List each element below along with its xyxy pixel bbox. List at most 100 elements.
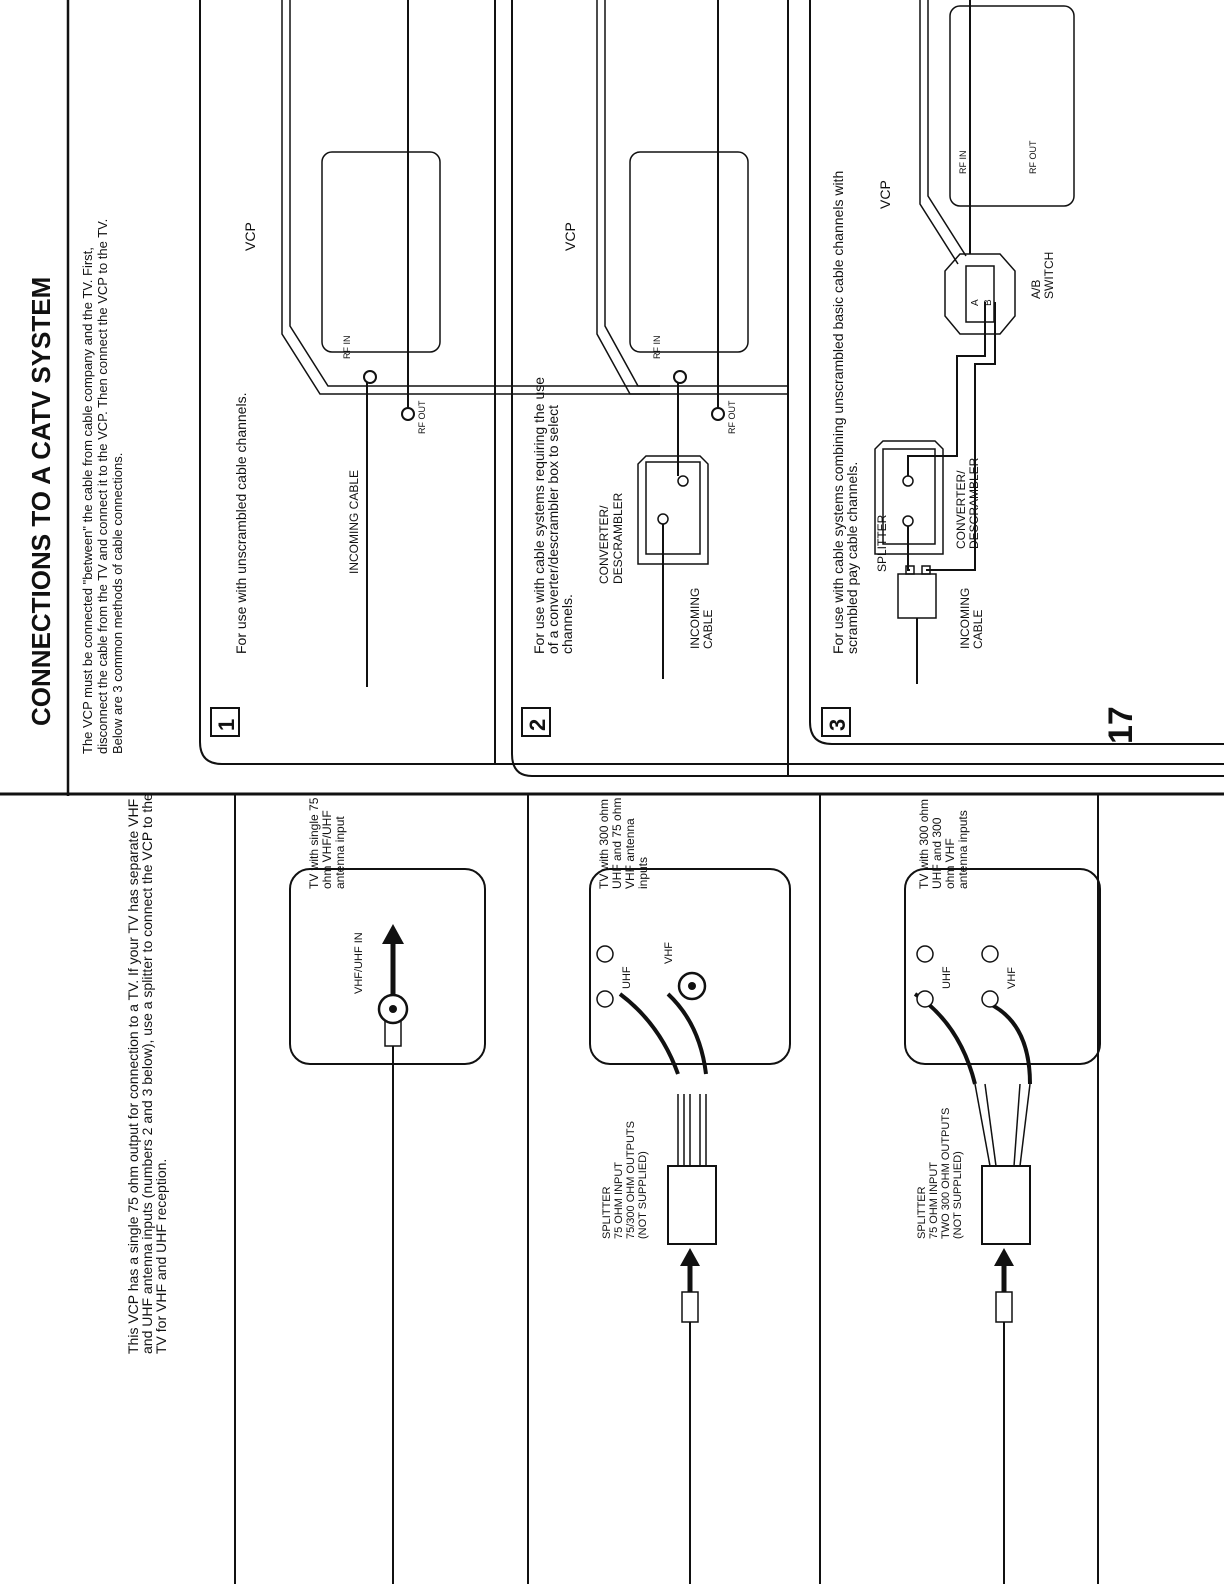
intro-paragraph: The VCP must be connected "between" the … (80, 219, 125, 754)
splitter-body (981, 1165, 1031, 1245)
method-number: 3 (825, 719, 850, 731)
rf-out-label: RF OUT (417, 400, 427, 434)
vhf-screw-terminal (981, 945, 999, 963)
uhf-screw-terminal (596, 945, 614, 963)
intro-line: disconnect the cable from the TV and con… (95, 219, 110, 754)
tv-description: VHF antenna (623, 818, 637, 889)
splitter-label: SPLITTER (875, 514, 889, 572)
method-description: scrambled pay cable channels. (844, 462, 860, 654)
page-16: This VCP has a single 75 ohm output for … (125, 793, 1101, 1584)
tv-description: ohm VHF/UHF (320, 810, 334, 889)
splitter (897, 565, 937, 619)
splitter-label: 75 OHM INPUT (928, 1162, 940, 1239)
method-number-box (821, 707, 851, 737)
jack-label: VHF/UHF IN (353, 932, 365, 994)
method-description: For use with cable systems combining uns… (830, 171, 846, 654)
tv-description: UHF and 75 ohm (610, 798, 624, 889)
vhf-screw-terminal (981, 990, 999, 1008)
splitter-leads (677, 1094, 707, 1166)
uhf-label: UHF (941, 966, 953, 989)
panel-frame (809, 0, 1224, 745)
splitter-label: SPLITTER (601, 1186, 613, 1239)
uhf-label: UHF (621, 966, 633, 989)
rf-out-label: RF OUT (727, 400, 737, 434)
tv-terminal-panel (904, 868, 1101, 1065)
converter-output-jack (902, 475, 914, 487)
panel-frame (199, 0, 1224, 765)
ab-switch-a-label: A (970, 299, 981, 306)
coax-plug (995, 1291, 1013, 1323)
rf-in-jack (673, 370, 687, 384)
arrow-head (994, 1248, 1014, 1266)
ab-switch (944, 253, 1016, 335)
rf-in-label: RF IN (652, 336, 662, 360)
method-number-box (210, 707, 240, 737)
cable-label: INCOMING (958, 588, 972, 649)
uhf-screw-terminal (916, 945, 934, 963)
cable-label: CABLE (701, 610, 715, 649)
page-number: 17 (1102, 706, 1140, 744)
arrow-head (382, 924, 404, 944)
splitter-body (667, 1165, 717, 1245)
vhf-75-jack-pin (688, 982, 696, 990)
splitter-label: (NOT SUPPLIED) (952, 1151, 964, 1239)
tv-input-row-3: UHF VHF SPLITTER 75 OHM INPUT TWO 300 OH… (904, 799, 1101, 1584)
method-3-panel: 3 For use with cable systems combining u… (809, 0, 1224, 745)
converter-input-jack (657, 513, 669, 525)
vhf-label: VHF (1006, 967, 1018, 989)
method-1-panel: 1 For use with unscrambled cable channel… (199, 0, 1224, 765)
splitter-label: TWO 300 OHM OUTPUTS (940, 1108, 952, 1239)
coax-plug (681, 1291, 699, 1323)
converter-label: CONVERTER/ (954, 470, 968, 549)
vcp-label: VCP (562, 222, 578, 251)
vhf-uhf-jack-pin (389, 1005, 397, 1013)
intro-line: TV for VHF and UHF reception. (153, 1159, 169, 1354)
converter-label: DESCRAMBLER (611, 492, 625, 584)
tv-description: TV with single 75 (307, 797, 321, 889)
rf-out-jack (711, 407, 725, 421)
vcp-unit (281, 0, 660, 395)
page-title: CONNECTIONS TO A CATV SYSTEM (26, 277, 56, 726)
panel-frame (511, 0, 1224, 777)
splitter-to-ab-wiring (907, 302, 996, 571)
ab-switch-label: SWITCH (1042, 252, 1056, 299)
rf-in-jack (363, 370, 377, 384)
vcp-label: VCP (877, 180, 893, 209)
converter-input-jack (902, 515, 914, 527)
uhf-screw-terminal (596, 990, 614, 1008)
vcp-unit (919, 0, 1075, 265)
method-number: 1 (214, 719, 239, 731)
tv-description: inputs (636, 857, 650, 889)
converter-box (637, 455, 709, 565)
arrow-to-uhf (618, 992, 680, 1075)
tv-input-row-1: VHF/UHF IN TV with single 75 ohm VHF/UHF… (289, 797, 486, 1584)
splitter-label: (NOT SUPPLIED) (637, 1151, 649, 1239)
ab-switch-b-label: B (983, 299, 994, 306)
splitter-leads (974, 1083, 1031, 1167)
splitter-label: 75/300 OHM OUTPUTS (625, 1121, 637, 1239)
left-intro-paragraph: This VCP has a single 75 ohm output for … (125, 793, 169, 1354)
method-description: of a converter/descrambler box to select (545, 405, 561, 654)
tv-description: antenna inputs (956, 810, 970, 889)
rf-in-label: RF IN (958, 151, 968, 175)
method-description: For use with cable systems requiring the… (531, 377, 547, 654)
tv-description: ohm VHF (943, 838, 957, 889)
method-description: channels. (559, 594, 575, 654)
intro-line: This VCP has a single 75 ohm output for … (125, 799, 141, 1354)
tv-terminal-panel (289, 868, 486, 1065)
page-17: CONNECTIONS TO A CATV SYSTEM The VCP mus… (0, 0, 1224, 796)
tv-description: antenna input (333, 816, 347, 889)
tv-input-row-2: UHF VHF SPLITTER 75 OHM INPUT 75/300 OHM… (589, 798, 791, 1584)
tv-terminal-panel (589, 868, 791, 1065)
cable-label: CABLE (971, 610, 985, 649)
converter-output-jack (677, 475, 689, 487)
ab-switch-label: A/B (1029, 280, 1043, 299)
vcp-unit (596, 0, 788, 395)
uhf-screw-terminal (916, 990, 934, 1008)
tv-description: TV with 300 ohm (917, 799, 931, 889)
cable-label: INCOMING (688, 588, 702, 649)
method-number-box (521, 707, 551, 737)
converter-label: CONVERTER/ (597, 505, 611, 584)
tv-description: TV with 300 ohm (597, 799, 611, 889)
